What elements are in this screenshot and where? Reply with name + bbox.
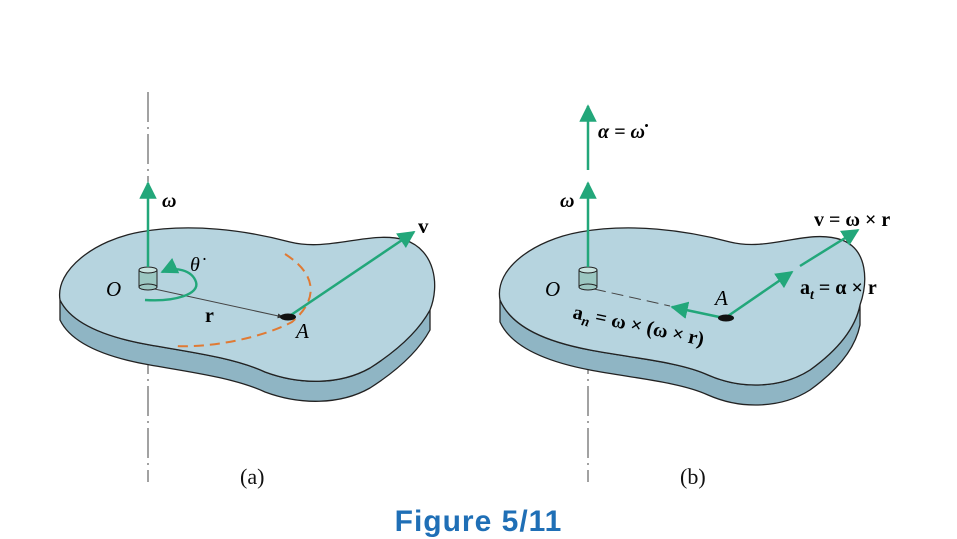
velocity-vector-b [799,228,860,268]
pivot-b [578,266,598,291]
point-a-marker-b [718,314,734,322]
origin-label-b: O [545,277,560,301]
tangential-accel-vector [727,270,794,318]
panel-a: ω θ̇ O r A v [59,92,436,482]
alpha-label: α = ω̇ [598,121,649,143]
theta-dot-arrow [144,258,198,302]
origin-label-a: O [106,277,121,301]
v-equation-label: v = ω × r [814,209,890,231]
point-a-label-b: A [713,286,728,310]
v-label: v [418,214,429,238]
point-a-marker [280,313,296,321]
point-a-label-a: A [294,319,309,343]
radial-line-b [593,288,671,307]
position-vector-r [149,287,284,319]
pivot-a [138,266,158,291]
at-equation-label: at = α × r [800,277,877,303]
caption-a: (a) [240,464,265,489]
rigid-body-diagram: ω θ̇ O r A v α = ω̇ [59,92,890,482]
plate-top-a [59,227,436,382]
omega-label-b: ω [560,190,574,212]
caption-b: (b) [680,464,706,489]
velocity-vector-v [287,230,416,319]
r-label: r [205,305,214,327]
panel-b: α = ω̇ ω O A v = ω × r at = α × r an = ω… [498,104,890,482]
path-of-a [174,253,312,348]
normal-accel-vector [670,301,725,320]
omega-label-a: ω [162,190,176,212]
figure-title: Figure 5/11 [394,505,563,538]
